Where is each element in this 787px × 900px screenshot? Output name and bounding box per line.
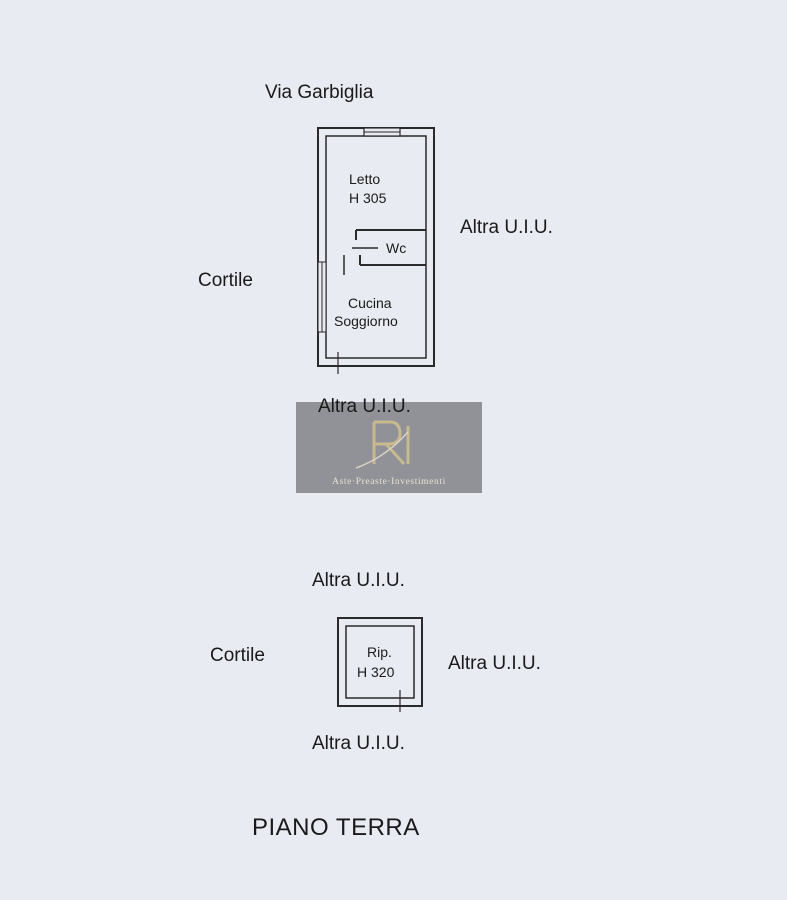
room-soggiorno: Soggiorno — [334, 313, 398, 329]
room-cucina: Cucina — [348, 295, 392, 311]
room-letto: Letto — [349, 171, 381, 187]
room-letto-height: H 305 — [349, 190, 387, 206]
adjacent-unit-above-bottom: Altra U.I.U. — [312, 570, 405, 591]
adjacent-unit-right-top: Altra U.I.U. — [460, 217, 553, 238]
room-rip-height: H 320 — [357, 664, 395, 680]
courtyard-label-bottom: Cortile — [210, 645, 265, 666]
watermark: Aste·Preaste·Investimenti — [296, 402, 482, 493]
adjacent-unit-below-top: Altra U.I.U. — [318, 396, 411, 417]
adjacent-unit-below-bottom: Altra U.I.U. — [312, 733, 405, 754]
floor-title: PIANO TERRA — [252, 814, 420, 841]
storage-walls — [337, 617, 423, 712]
watermark-text: Aste·Preaste·Investimenti — [332, 477, 446, 487]
street-label: Via Garbiglia — [265, 82, 374, 103]
room-rip: Rip. — [367, 644, 392, 660]
main-unit-walls — [317, 127, 435, 374]
watermark-logo-icon — [355, 420, 410, 469]
courtyard-label-top: Cortile — [198, 270, 253, 291]
adjacent-unit-right-bottom: Altra U.I.U. — [448, 653, 541, 674]
room-wc: Wc — [386, 240, 407, 256]
